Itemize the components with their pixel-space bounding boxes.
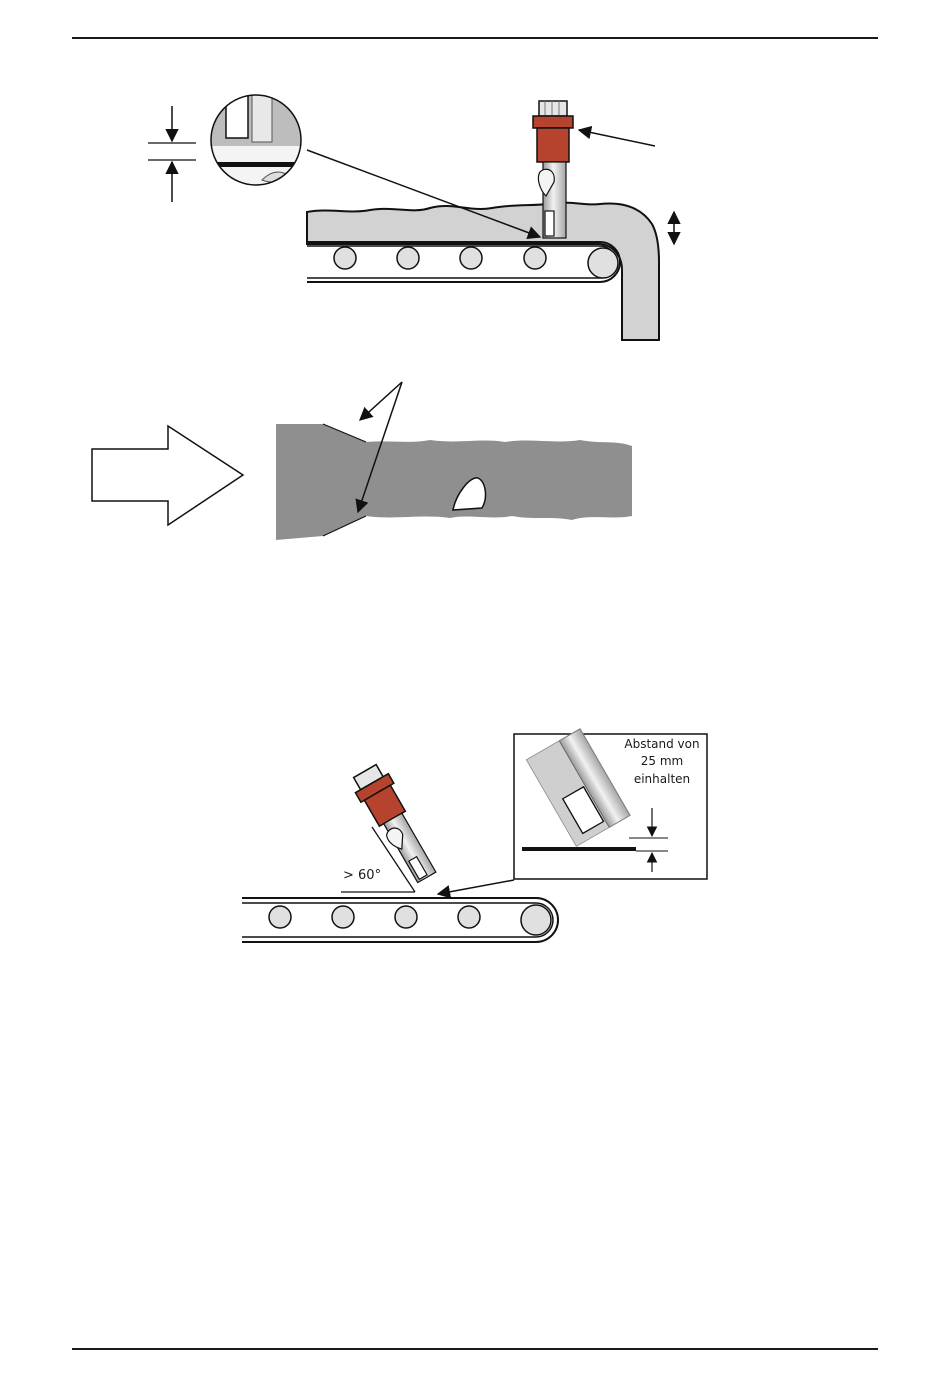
figure-middle	[92, 382, 632, 540]
roller	[395, 906, 417, 928]
conveyor-belt	[307, 242, 620, 282]
angle-label: > 60°	[343, 868, 381, 883]
pointer-arrow	[579, 130, 655, 146]
dimension-marker	[148, 106, 196, 202]
roller	[332, 906, 354, 928]
flow-direction-arrow	[92, 426, 243, 525]
inset-text-line-2: 25 mm	[641, 754, 683, 768]
roller	[397, 247, 419, 269]
roller	[458, 906, 480, 928]
pointer-arrow	[438, 880, 514, 894]
drive-roller	[521, 905, 551, 935]
inset-text-line-3: einhalten	[634, 772, 690, 786]
figure-bottom: > 60° Abstand von 25 mm	[242, 729, 707, 942]
inset-text-line-1: Abstand von	[624, 737, 699, 751]
roller	[524, 247, 546, 269]
conveyor-belt	[242, 898, 558, 942]
distance-detail-inset: Abstand von 25 mm einhalten	[514, 729, 707, 879]
figure-top	[148, 94, 674, 340]
drive-roller	[588, 248, 618, 278]
roller	[269, 906, 291, 928]
roller	[460, 247, 482, 269]
roller	[334, 247, 356, 269]
material-stream	[276, 424, 632, 540]
